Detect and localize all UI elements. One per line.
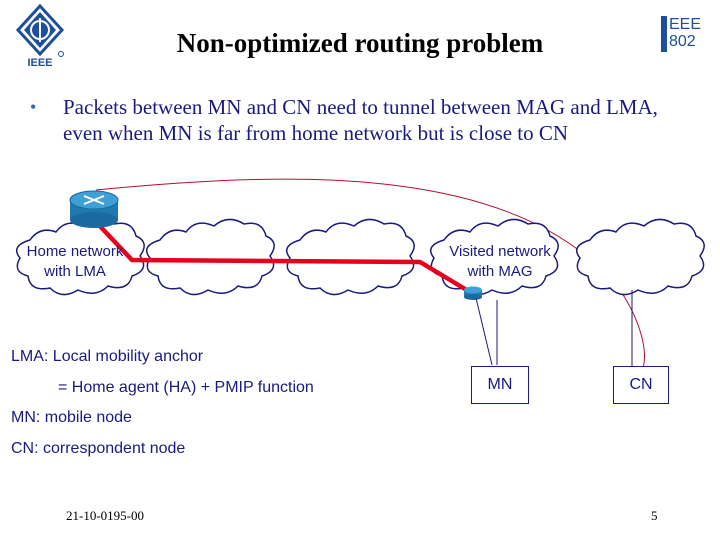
main-bullet: • Packets between MN and CN need to tunn… [30, 94, 690, 146]
visited-network-label: Visited network with MAG [449, 243, 551, 280]
transit-cloud-1 [145, 218, 275, 296]
ieee-802-logo-text: EEE 802 [669, 16, 701, 50]
cn-network-cloud [575, 218, 705, 296]
bullet-text: Packets between MN and CN need to tunnel… [63, 95, 658, 145]
ieee-logo [15, 3, 65, 57]
mag-router-icon [464, 286, 482, 300]
mag-to-mn-link [475, 297, 493, 366]
ieee-802-logo [661, 16, 667, 52]
footer-page-number: 5 [651, 508, 658, 523]
lma-router-icon [69, 190, 119, 228]
ieee-logo-text: IEEE [27, 57, 53, 69]
ieee-802-logo-bottom: 802 [669, 33, 696, 50]
ieee-802-logo-top: EEE [669, 16, 702, 33]
mip-tunnel-line [94, 220, 472, 294]
slide-title: Non-optimized routing problem [176, 28, 544, 58]
routing-path-arc [95, 178, 645, 369]
cn-node-box: CN [613, 366, 669, 404]
footer-doc-id: 21-10-0195-00 [66, 508, 144, 523]
home-network-label: Home network with LMA [26, 243, 124, 280]
lma-definition-detail: = Home agent (HA) + PMIP function [58, 379, 314, 396]
cn-definition: CN: correspondent node [11, 440, 186, 457]
mn-node-box: MN [471, 366, 529, 404]
transit-cloud-2 [285, 218, 415, 296]
mn-definition: MN: mobile node [11, 409, 132, 426]
lma-definition: LMA: Local mobility anchor [11, 348, 204, 365]
bullet-marker: • [30, 97, 37, 117]
